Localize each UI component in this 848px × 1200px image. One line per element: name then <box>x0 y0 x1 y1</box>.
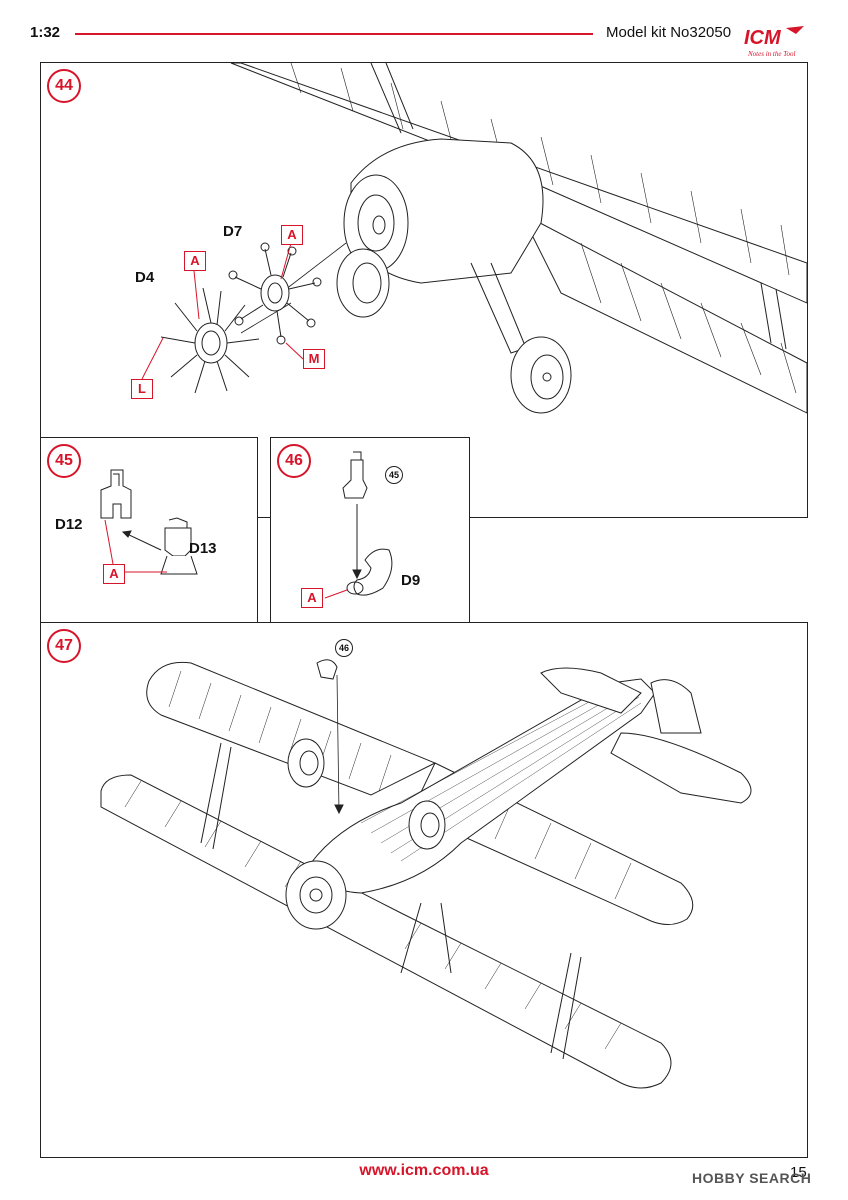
step-number-44: 44 <box>47 69 81 103</box>
step-number-45: 45 <box>47 444 81 478</box>
step-46-panel: 46 45 D9 A <box>270 437 470 623</box>
callout-a-d7: A <box>281 225 303 245</box>
d12-d13-drawing <box>41 438 257 622</box>
callout-a-d4: A <box>184 251 206 271</box>
step-number-46: 46 <box>277 444 311 478</box>
scale-label: 1:32 <box>30 24 61 41</box>
callout-l: L <box>131 379 153 399</box>
step-number-47: 47 <box>47 629 81 663</box>
svg-text:Notes in the Tool: Notes in the Tool <box>747 50 795 58</box>
completed-aircraft-drawing <box>41 623 807 1157</box>
svg-text:ICM: ICM <box>744 27 782 49</box>
icm-logo: ICM Notes in the Tool <box>744 26 804 58</box>
engine-assembly-drawing <box>41 63 807 517</box>
part-label-d12: D12 <box>55 516 83 533</box>
watermark: HOBBY SEARCH <box>692 1170 812 1186</box>
step-45-panel: 45 D12 D13 A <box>40 437 258 623</box>
part-label-d7: D7 <box>223 223 243 240</box>
step-47-panel: 47 46 <box>40 622 808 1158</box>
header-rule <box>75 33 593 35</box>
d9-drawing <box>271 438 469 622</box>
part-label-d9: D9 <box>401 572 421 589</box>
page-number: 15 <box>790 1164 807 1181</box>
step-reference-45: 45 <box>385 466 403 484</box>
callout-m: M <box>303 349 325 369</box>
callout-a-d9: A <box>301 588 323 608</box>
kit-number: Model kit No32050 <box>606 24 732 41</box>
part-label-d13: D13 <box>189 540 217 557</box>
part-label-d4: D4 <box>135 269 155 286</box>
step-reference-46: 46 <box>335 639 353 657</box>
footer-website[interactable]: www.icm.com.ua <box>359 1162 489 1179</box>
callout-a-d12: A <box>103 564 125 584</box>
